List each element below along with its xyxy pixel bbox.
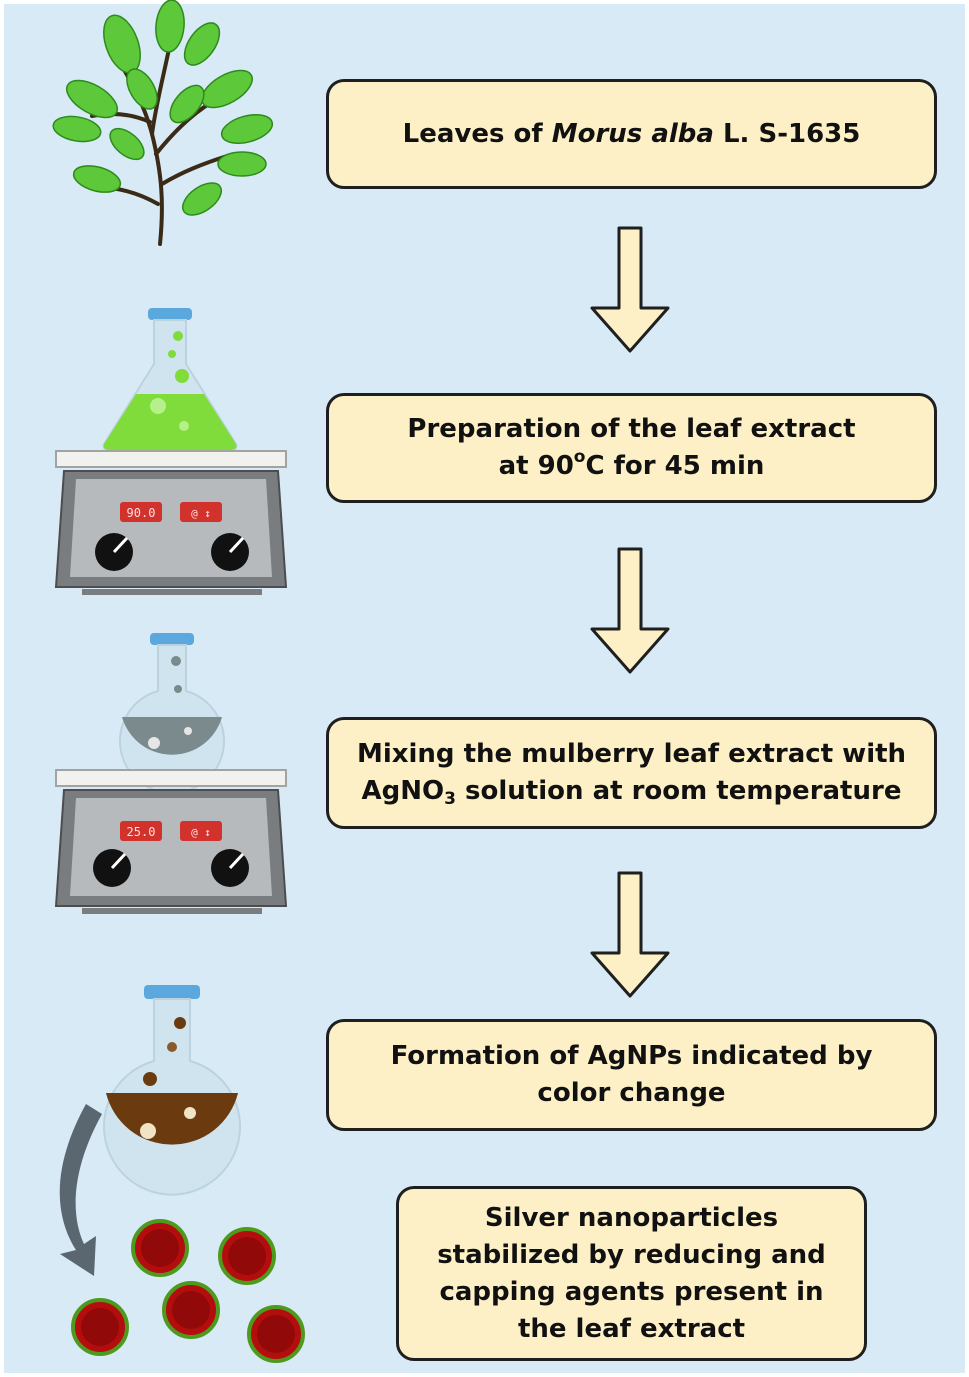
step-box-extract: Preparation of the leaf extract at 90oC … — [326, 393, 937, 503]
temp-text: at 90 — [498, 451, 574, 481]
temp-time-text: C for 45 min — [585, 451, 765, 481]
step-box-nanoparticles: Silver nanoparticles stabilized by reduc… — [396, 1186, 867, 1361]
step-np-line2: stabilized by reducing and — [437, 1239, 826, 1270]
round-bottom-flask-icon — [119, 633, 225, 795]
step-box-mixing: Mixing the mulberry leaf extract with Ag… — [326, 717, 937, 829]
step-extract-line2: at 90oC for 45 min — [499, 448, 765, 485]
agno-subscript: 3 — [444, 789, 456, 809]
step-mixing-line2: AgNO3 solution at room temperature — [362, 773, 902, 810]
degree-sup: o — [573, 447, 586, 467]
nanoparticle-icon — [131, 1219, 189, 1277]
hot-plate-icon: 90.0 @ ↕ — [54, 450, 288, 595]
step-formation-line1: Formation of AgNPs indicated by — [390, 1041, 873, 1071]
down-arrow-icon — [590, 547, 670, 674]
step-np-line4: the leaf extract — [517, 1313, 746, 1344]
solution-text: solution at room temperature — [456, 776, 902, 806]
curved-arrow-icon — [59, 1104, 102, 1276]
nanoparticle-icon — [218, 1227, 276, 1285]
agno-text: AgNO — [361, 776, 445, 806]
hotplate-bottom-unit: @ ↕ — [191, 826, 211, 839]
diagram-canvas: Leaves of Morus alba L. S-1635 Preparati… — [4, 0, 965, 1373]
step-formation-line2: color change — [537, 1078, 726, 1108]
nanoparticle-icon — [71, 1298, 129, 1356]
species-name: Morus alba — [551, 118, 714, 149]
hotplate-bottom-temperature: 25.0 — [127, 825, 156, 839]
nanoparticle-icon — [162, 1281, 220, 1339]
hotplate-top-temperature: 90.0 — [127, 506, 156, 520]
step-extract-line1: Preparation of the leaf extract — [407, 414, 856, 444]
down-arrow-icon — [590, 226, 670, 353]
step-leaves-text: Leaves of Morus alba L. S-1635 — [403, 116, 861, 153]
erlenmeyer-flask-icon — [102, 308, 238, 451]
step-box-formation: Formation of AgNPs indicated by color ch… — [326, 1019, 937, 1131]
round-bottom-flask-icon — [103, 985, 241, 1196]
step-box-leaves: Leaves of Morus alba L. S-1635 — [326, 79, 937, 189]
hot-plate-icon: 25.0 @ ↕ — [54, 769, 288, 914]
nanoparticle-icon — [247, 1305, 305, 1363]
step-np-line1: Silver nanoparticles — [484, 1202, 779, 1233]
step-leaves-suffix: L. S-1635 — [713, 118, 861, 149]
hotplate-top-unit: @ ↕ — [191, 507, 211, 520]
leaf-branch-icon — [52, 0, 274, 246]
step-mixing-line1: Mixing the mulberry leaf extract with — [356, 739, 907, 769]
down-arrow-icon — [590, 871, 670, 998]
step-leaves-prefix: Leaves of — [402, 118, 552, 149]
step-np-line3: capping agents present in — [439, 1276, 824, 1307]
